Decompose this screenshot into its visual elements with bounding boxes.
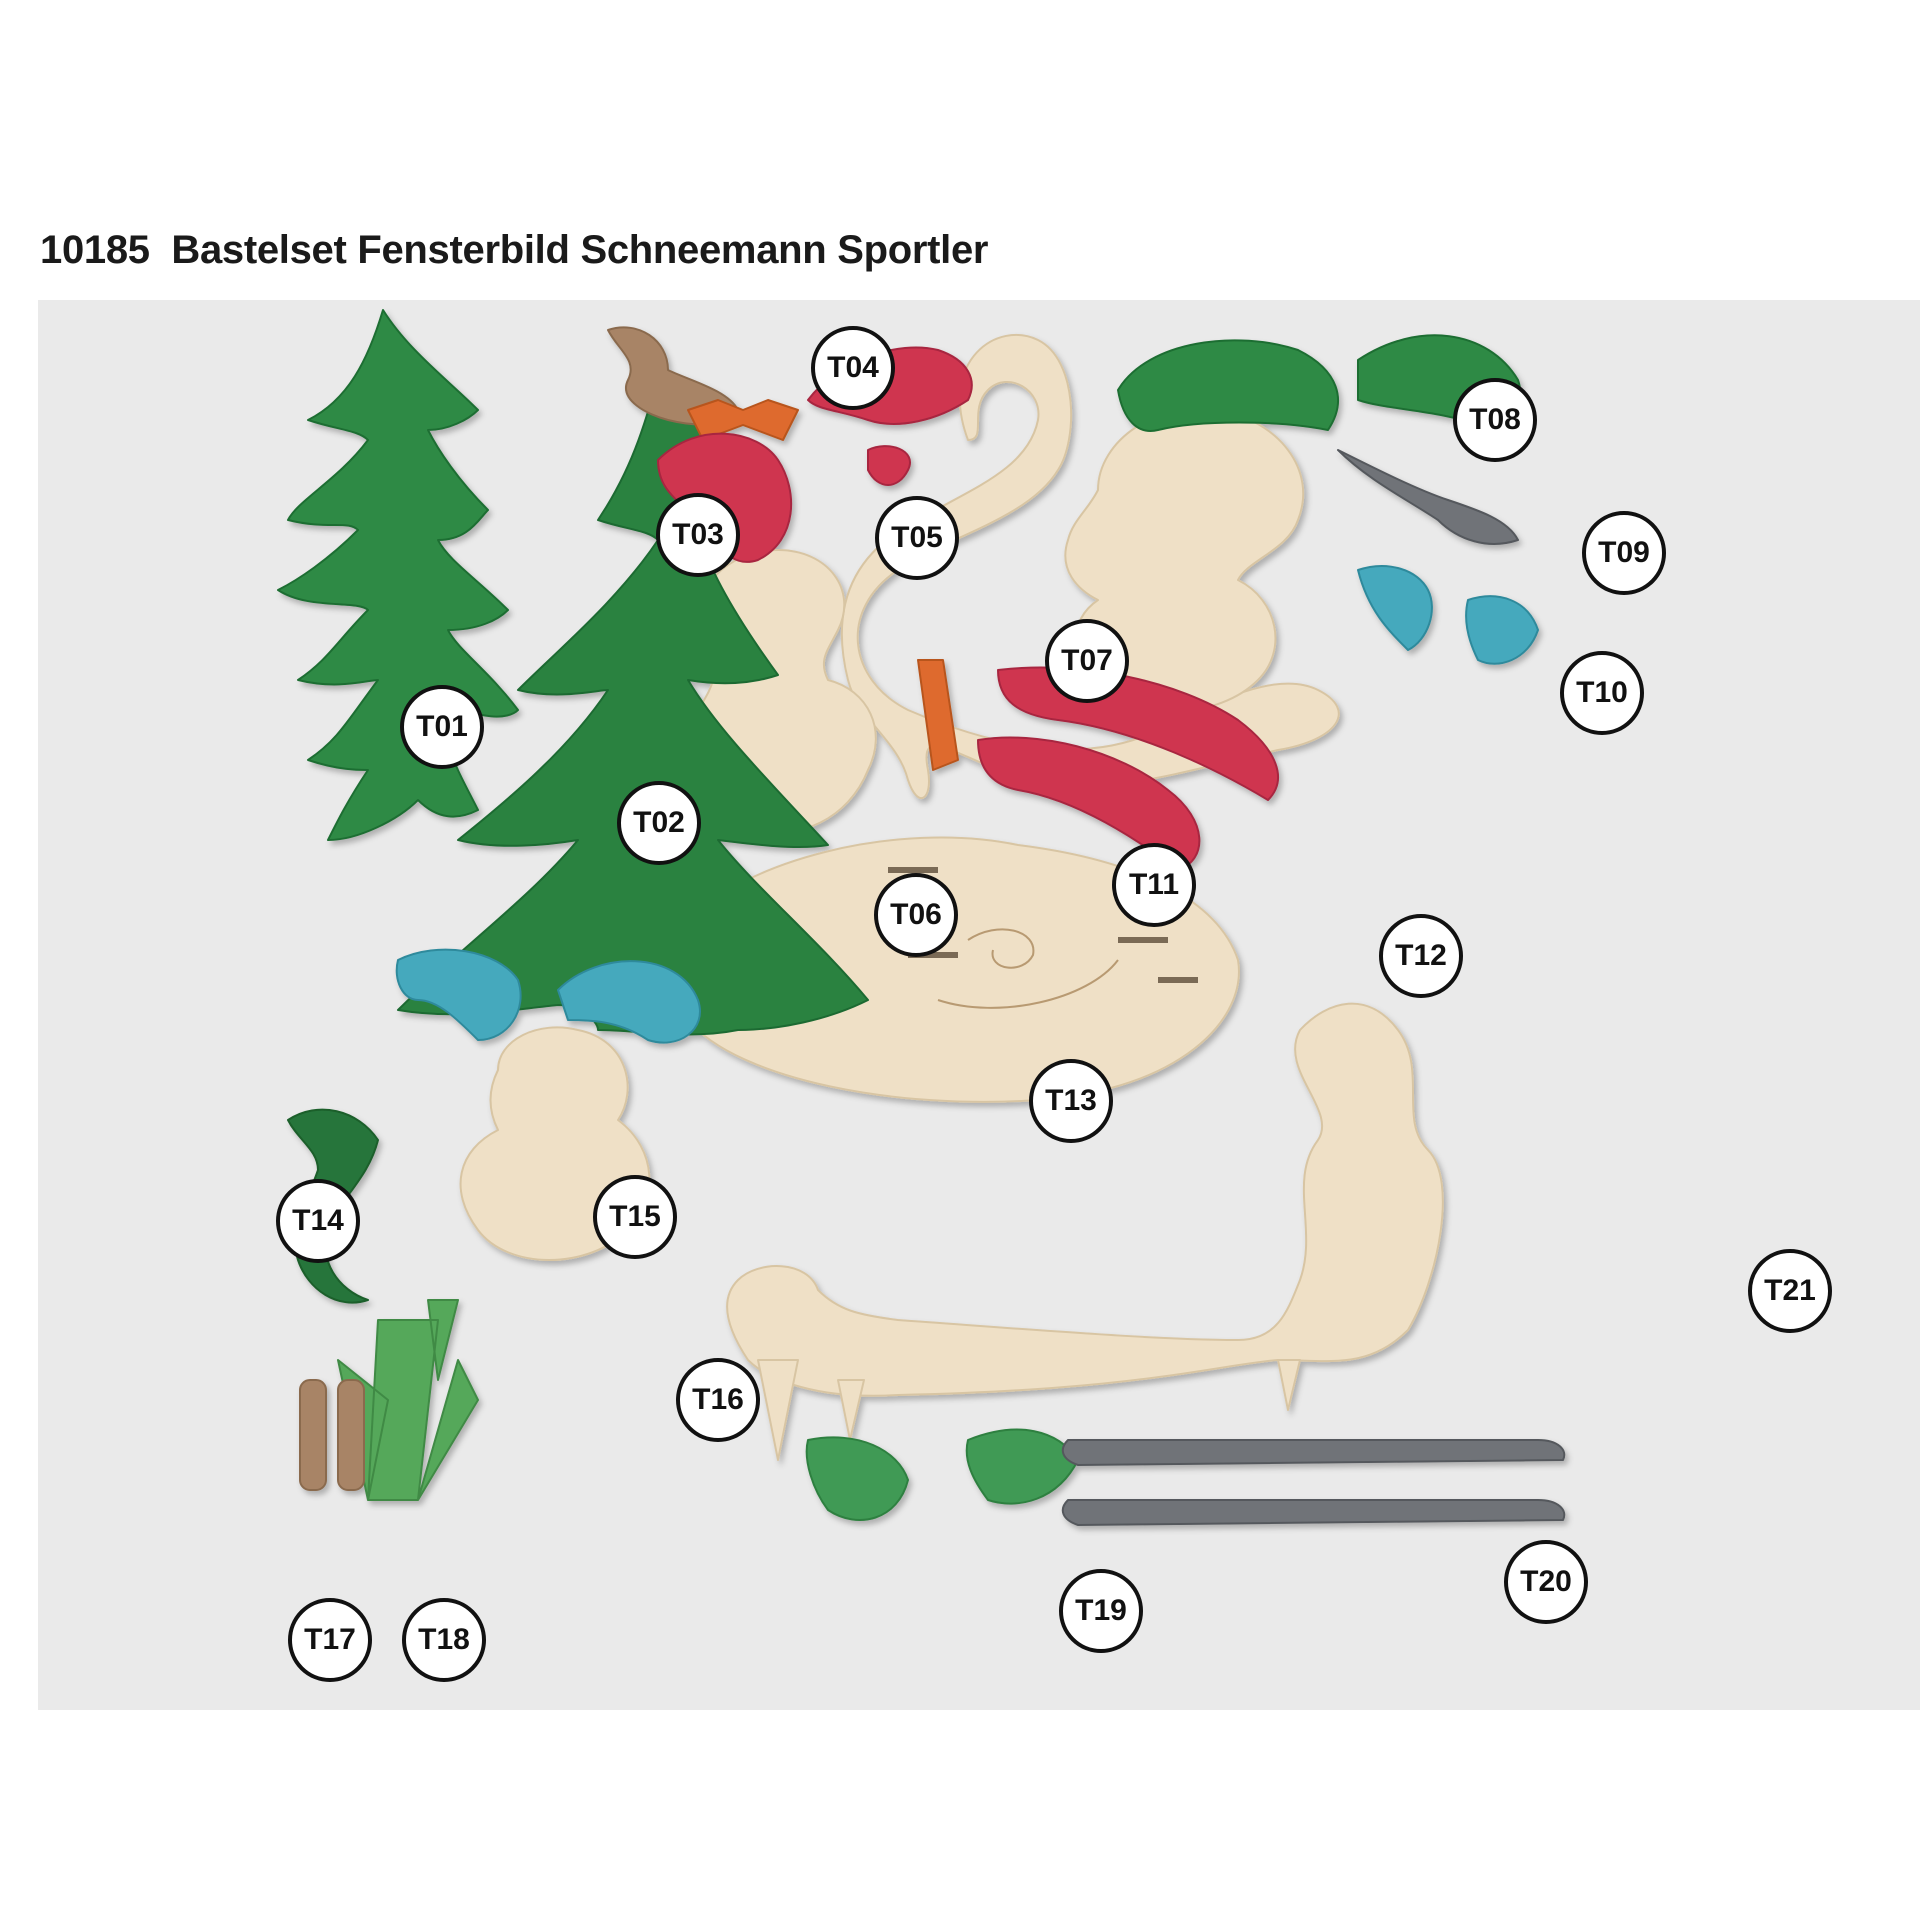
part-t10-shape <box>1357 565 1539 665</box>
label-t04: T04 <box>811 326 895 410</box>
part-t11-shape <box>917 659 959 771</box>
part-t18-shape <box>337 1299 479 1501</box>
label-t09: T09 <box>1582 511 1666 595</box>
label-t15: T15 <box>593 1175 677 1259</box>
part-t04-shape <box>687 399 799 441</box>
part-t15-shape <box>395 948 701 1044</box>
craft-kit-photo: T01 T02 T03 T04 T05 T06 T07 T08 T09 T10 … <box>38 300 1920 1710</box>
label-t10: T10 <box>1560 651 1644 735</box>
part-t21-shape <box>726 1002 1444 1397</box>
label-t08: T08 <box>1453 378 1537 462</box>
part-t17-stick-1 <box>299 1379 327 1491</box>
part-t21-icicles <box>757 1359 1301 1461</box>
part-t17-stick-2 <box>337 1379 365 1491</box>
label-t13: T13 <box>1029 1059 1113 1143</box>
label-t12: T12 <box>1379 914 1463 998</box>
label-t16: T16 <box>676 1358 760 1442</box>
part-t20-skate-2 <box>1061 1499 1566 1526</box>
label-t14: T14 <box>276 1179 360 1263</box>
label-t17: T17 <box>288 1598 372 1682</box>
label-t11: T11 <box>1112 843 1196 927</box>
label-t21: T21 <box>1748 1249 1832 1333</box>
label-t03: T03 <box>656 493 740 577</box>
label-t07: T07 <box>1045 619 1129 703</box>
label-t05: T05 <box>875 496 959 580</box>
part-t13-swirl <box>937 928 1119 1009</box>
part-t19-shape <box>805 1428 1079 1521</box>
label-t01: T01 <box>400 685 484 769</box>
label-t02: T02 <box>617 781 701 865</box>
part-t09-shape <box>1337 449 1519 545</box>
label-t06: T06 <box>874 873 958 957</box>
label-t19: T19 <box>1059 1569 1143 1653</box>
label-t18: T18 <box>402 1598 486 1682</box>
wooden-parts-illustration <box>277 309 1566 1526</box>
part-t02-shape <box>397 359 869 1036</box>
part-t01-shape <box>277 309 519 841</box>
product-title: 10185 Bastelset Fensterbild Schneemann S… <box>40 228 989 272</box>
label-t20: T20 <box>1504 1540 1588 1624</box>
part-t12-ski-1 <box>997 666 1279 801</box>
part-t20-skate-1 <box>1061 1439 1566 1466</box>
part-t13-shape <box>663 836 1240 1103</box>
